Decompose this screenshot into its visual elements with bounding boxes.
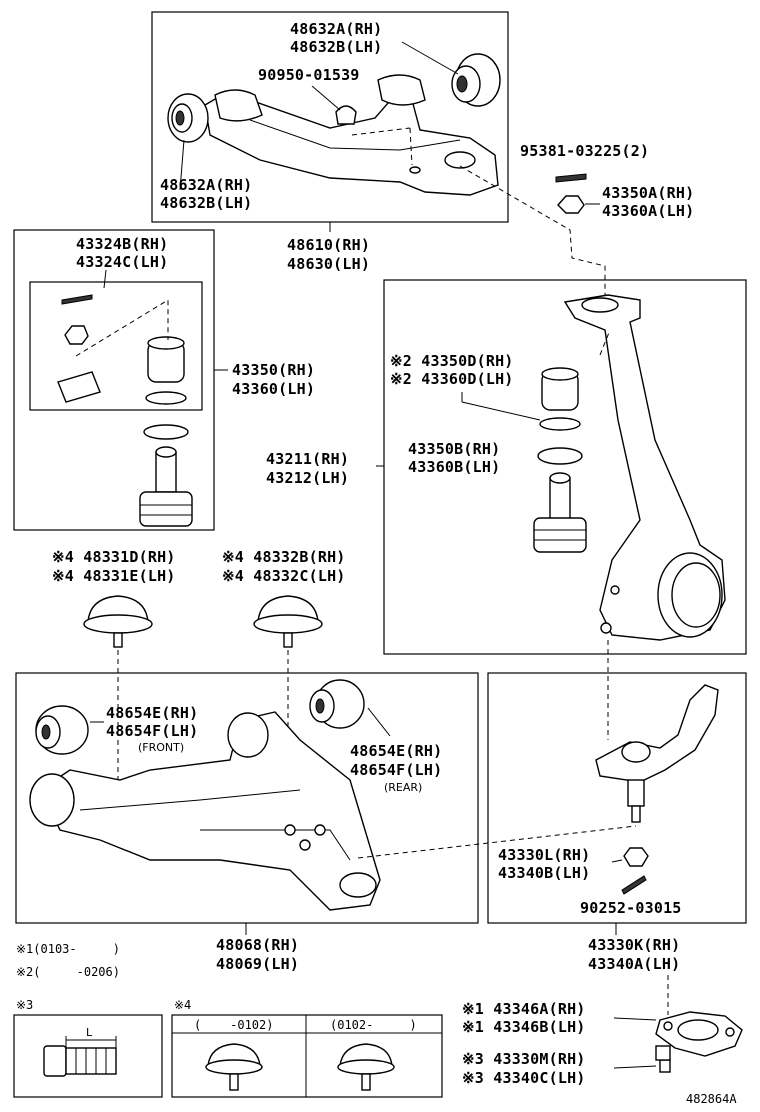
label-lower-nut-rh: 43330L(RH): [498, 846, 591, 864]
note-1: ※1(0103- ): [16, 942, 120, 956]
label-plate-rh: ※1 43346A(RH): [462, 1000, 586, 1018]
bumper-old: [205, 1043, 263, 1091]
label-lower-bj-lh: 43340A(LH): [588, 955, 681, 973]
knuckle-frame: [383, 279, 747, 655]
label-upper-bush-left-a: 48632A(RH): [160, 176, 253, 194]
date-old: ( -0102): [194, 1018, 274, 1032]
ref-4: ※4: [174, 998, 192, 1012]
label-lower-bush-rear-a: 48654E(RH): [350, 742, 443, 760]
label-kit-a: 43324B(RH): [76, 235, 169, 253]
kit-snap-ring: [143, 424, 189, 440]
label-upper-arm-lh: 48630(LH): [287, 255, 371, 273]
ref-3: ※3: [16, 998, 34, 1012]
label-bumper-right-lh: ※4 48332C(LH): [222, 567, 346, 585]
label-cotter-pin-upper: 95381-03225(2): [520, 142, 650, 160]
label-boot-d-rh: ※2 43350D(RH): [390, 352, 514, 370]
label-ring-b-lh: 43360B(LH): [408, 458, 501, 476]
bolt-detail: [43, 1036, 117, 1077]
kit-parts: [57, 294, 187, 405]
label-front-tag: (FRONT): [138, 741, 185, 754]
label-upper-bush-left-b: 48632B(LH): [160, 194, 253, 212]
kit-inner-frame: [29, 281, 203, 411]
lower-plate: [655, 1011, 743, 1057]
lower-arm-frame: [15, 672, 479, 924]
figure-id: 482864A: [686, 1092, 737, 1106]
lower-control-arm: [29, 711, 381, 911]
label-plate-lh: ※1 43346B(LH): [462, 1018, 586, 1036]
label-rear-tag: (REAR): [384, 781, 423, 794]
dim-l: L: [86, 1026, 93, 1039]
label-upper-bush-a: 48632A(RH): [290, 20, 383, 38]
steering-knuckle: [563, 294, 726, 641]
upper-bushing-right: [451, 53, 501, 107]
date-new: (0102- ): [330, 1018, 417, 1032]
label-bumper-left-rh: ※4 48331D(RH): [52, 548, 176, 566]
lower-cotter-pin: [621, 875, 647, 895]
bolt-detail-frame: [13, 1014, 163, 1098]
note-2: ※2( -0206): [16, 965, 120, 979]
label-lower-bush-front-a: 48654E(RH): [106, 704, 199, 722]
label-grease-fitting: 90950-01539: [258, 66, 360, 84]
lower-nut: [623, 847, 649, 867]
upper-cotter-pin: [555, 173, 587, 183]
label-cotter-pin-lower: 90252-03015: [580, 899, 682, 917]
knuckle-snap-ring: [537, 447, 583, 465]
lower-balljoint-frame: [487, 672, 747, 924]
lower-bolt: [655, 1045, 671, 1073]
bumper-detail-frame: [171, 1014, 443, 1098]
lower-bushing-front: [35, 705, 89, 755]
lower-bushing-rear: [309, 679, 365, 729]
label-upper-arm-rh: 48610(RH): [287, 236, 371, 254]
label-nut-upper-a: 43350A(RH): [602, 184, 695, 202]
label-knuckle-rh: 43211(RH): [266, 450, 350, 468]
label-lower-bj-rh: 43330K(RH): [588, 936, 681, 954]
label-lower-bush-rear-b: 48654F(LH): [350, 761, 443, 779]
label-lower-arm-rh: 48068(RH): [216, 936, 300, 954]
bumper-new: [337, 1043, 395, 1091]
label-bolt-rh: ※3 43330M(RH): [462, 1050, 586, 1068]
label-ring-b-rh: 43350B(RH): [408, 440, 501, 458]
label-balljoint-upper-rh: 43350(RH): [232, 361, 316, 379]
label-nut-upper-b: 43360A(LH): [602, 202, 695, 220]
knuckle-ring-d: [539, 417, 581, 431]
label-knuckle-lh: 43212(LH): [266, 469, 350, 487]
lower-ball-joint: [595, 684, 719, 823]
label-boot-d-lh: ※2 43360D(LH): [390, 370, 514, 388]
label-upper-bush-b: 48632B(LH): [290, 38, 383, 56]
upper-bushing-left: [167, 93, 209, 143]
bumper-left: [83, 595, 153, 648]
upper-nut: [557, 195, 585, 214]
kit-frame: [13, 229, 215, 531]
label-lower-nut-lh: 43340B(LH): [498, 864, 591, 882]
label-lower-bush-front-b: 48654F(LH): [106, 722, 199, 740]
bumper-right: [253, 595, 323, 648]
label-bumper-left-lh: ※4 48331E(LH): [52, 567, 176, 585]
label-bolt-lh: ※3 43340C(LH): [462, 1069, 586, 1087]
upper-control-arm: [204, 74, 499, 196]
label-bumper-right-rh: ※4 48332B(RH): [222, 548, 346, 566]
label-kit-b: 43324C(LH): [76, 253, 169, 271]
label-balljoint-upper-lh: 43360(LH): [232, 380, 316, 398]
label-lower-arm-lh: 48069(LH): [216, 955, 300, 973]
knuckle-ball-joint: [533, 472, 587, 553]
upper-ball-joint: [139, 446, 193, 527]
knuckle-boot: [541, 367, 579, 411]
